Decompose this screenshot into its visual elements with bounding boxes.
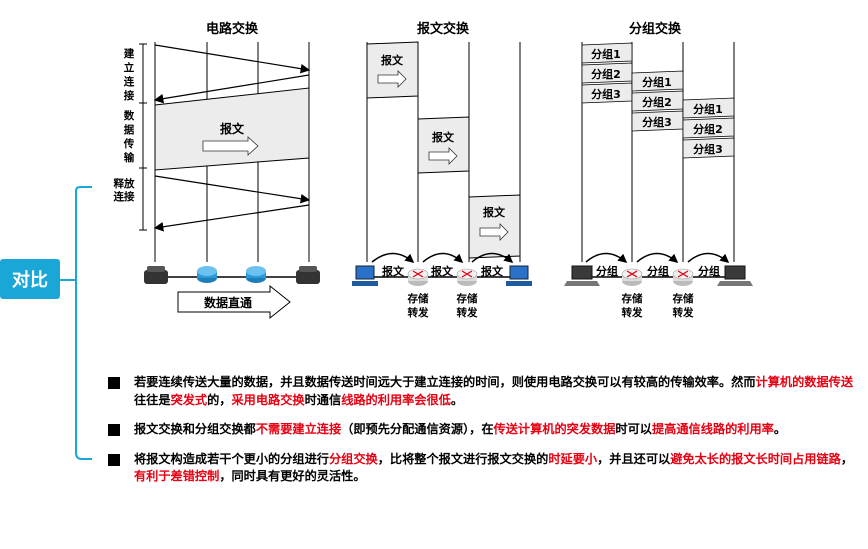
svg-text:分组1: 分组1	[693, 102, 723, 116]
switch-icon	[197, 266, 217, 283]
message-switching-panel: 报文交换 报文 报文 报文	[352, 21, 532, 319]
summary-list: 若要连续传送大量的数据，并且数据传送时间远大于建立连接的时间，则使用电路交换可以…	[104, 374, 856, 498]
svg-text:分组2: 分组2	[693, 122, 723, 136]
packet-block: 分组1	[631, 70, 684, 92]
phase-setup-label: 建 立 连 接	[123, 47, 135, 102]
store-forward-label: 存储 转发	[408, 292, 429, 319]
svg-text:建: 建	[123, 47, 135, 60]
router-icon	[621, 268, 643, 286]
svg-text:转发: 转发	[457, 306, 478, 319]
bullet-square-icon	[108, 424, 120, 436]
svg-text:报文: 报文	[483, 205, 506, 219]
hop-arrow	[687, 252, 730, 263]
message-block: 报文	[417, 116, 470, 174]
store-forward-label: 存储 转发	[673, 292, 694, 319]
compare-bracket	[60, 186, 92, 460]
telephone-icon	[144, 266, 168, 284]
packet-switching-panel: 分组交换 分组1 分组2 分组3 分组1 分组2 分组3	[564, 21, 753, 319]
data-arrow-icon	[202, 136, 259, 156]
svg-text:分组2: 分组2	[591, 67, 621, 81]
svg-text:分组3: 分组3	[693, 142, 723, 156]
packet-switching-title: 分组交换	[629, 21, 682, 37]
svg-text:存储: 存储	[622, 292, 643, 305]
link-label: 分组	[647, 264, 669, 278]
svg-text:存储: 存储	[408, 292, 429, 305]
laptop-icon	[717, 265, 753, 286]
link-label: 报文	[382, 264, 405, 278]
link-label: 分组	[698, 264, 720, 278]
packet-block: 分组3	[581, 82, 633, 104]
summary-bullet-circuit: 若要连续传送大量的数据，并且数据传送时间远大于建立连接的时间，则使用电路交换可以…	[104, 374, 856, 409]
setup-request-arrow	[154, 44, 311, 74]
bullet-square-icon	[108, 377, 120, 389]
message-block: 报文	[366, 41, 419, 99]
svg-text:接: 接	[124, 89, 135, 102]
bullet-square-icon	[108, 453, 120, 466]
svg-text:释放: 释放	[114, 177, 135, 190]
store-forward-label: 存储 转发	[457, 292, 478, 319]
hop-arrow	[371, 252, 415, 263]
compare-badge: 对比	[0, 259, 60, 299]
hop-arrow	[471, 252, 514, 263]
router-icon	[456, 268, 478, 286]
hop-arrow	[636, 252, 679, 263]
packet-block: 分组1	[682, 97, 735, 119]
switch-icon	[246, 266, 266, 283]
packet-block: 分组3	[631, 110, 684, 132]
message-block: 报文	[468, 194, 521, 259]
circuit-title: 电路交换	[206, 21, 259, 37]
svg-text:连接: 连接	[114, 190, 135, 203]
svg-text:报文: 报文	[381, 53, 404, 67]
svg-text:转发: 转发	[622, 306, 643, 319]
summary-bullet-no-connection: 报文交换和分组交换都不需要建立连接（即预先分配通信资源），在传送计算机的突发数据…	[104, 421, 856, 439]
svg-text:传: 传	[123, 137, 135, 150]
phase-release-label: 释放 连接	[114, 177, 135, 203]
setup-reply-arrow	[153, 74, 310, 104]
telephone-icon	[296, 266, 320, 284]
packet-block: 分组2	[581, 62, 633, 84]
svg-text:存储: 存储	[673, 292, 694, 305]
svg-text:输: 输	[124, 151, 135, 164]
svg-text:分组3: 分组3	[642, 115, 672, 129]
summary-bullet-packet: 将报文构造成若干个更小的分组进行分组交换，比将整个报文进行报文交换的时延要小，并…	[104, 451, 856, 486]
link-label: 报文	[481, 264, 504, 278]
store-forward-label: 存储 转发	[622, 292, 643, 319]
svg-text:连: 连	[124, 75, 135, 88]
packet-block: 分组2	[631, 90, 684, 112]
packet-block: 分组2	[682, 117, 735, 139]
svg-text:转发: 转发	[408, 306, 429, 319]
computer-icon	[506, 265, 532, 286]
message-label: 报文	[220, 121, 245, 136]
svg-text:数: 数	[123, 109, 135, 122]
message-switching-title: 报文交换	[417, 21, 470, 37]
link-label: 分组	[596, 264, 618, 278]
svg-text:分组1: 分组1	[591, 47, 621, 61]
svg-text:存储: 存储	[457, 292, 478, 305]
svg-text:据: 据	[124, 123, 135, 136]
phase-transfer-label: 数 据 传 输	[123, 109, 135, 164]
packet-block: 分组3	[682, 137, 735, 159]
data-transfer-band	[154, 87, 310, 171]
svg-text:转发: 转发	[673, 306, 694, 319]
circuit-switching-panel: 电路交换 报文 建 立 连 接 数 据 传 输	[114, 21, 320, 320]
computer-icon	[352, 265, 378, 286]
direct-label: 数据直通	[204, 295, 252, 310]
router-icon	[672, 268, 694, 286]
svg-text:分组1: 分组1	[642, 75, 672, 89]
hop-arrow	[585, 252, 628, 263]
svg-text:立: 立	[124, 61, 135, 74]
svg-text:报文: 报文	[432, 130, 455, 144]
svg-text:分组2: 分组2	[642, 95, 672, 109]
hop-arrow	[422, 252, 464, 263]
link-label: 报文	[431, 264, 454, 278]
svg-text:分组3: 分组3	[591, 87, 621, 101]
release-request-arrow	[154, 175, 311, 204]
packet-block: 分组1	[581, 42, 633, 64]
direct-path-arrow	[177, 284, 291, 320]
release-reply-arrow	[153, 204, 310, 232]
laptop-icon	[564, 265, 600, 286]
router-icon	[407, 268, 429, 286]
